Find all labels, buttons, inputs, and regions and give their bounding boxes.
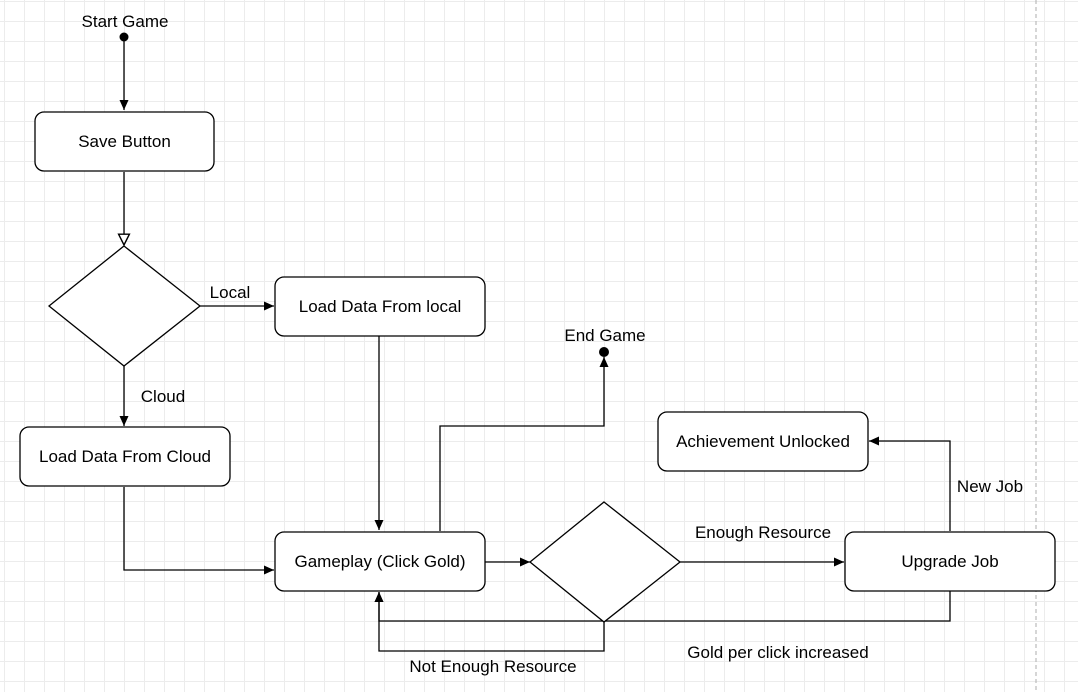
edge-gameplay-to-end: [439, 357, 609, 531]
end-game-label: End Game: [564, 326, 645, 345]
load-local-node[interactable]: Load Data From local: [274, 276, 486, 337]
edge-label-new-job: New Job: [957, 477, 1023, 496]
storage-decision-node[interactable]: [47, 245, 202, 367]
upgrade-job-label: Upgrade Job: [901, 552, 998, 571]
achievement-node[interactable]: Achievement Unlocked: [657, 411, 869, 472]
edge-gold-per-click: [374, 591, 951, 622]
edge-label-gold-per-click: Gold per click increased: [687, 643, 868, 662]
save-button-node[interactable]: Save Button: [34, 111, 215, 172]
edge-new-job: [869, 436, 951, 531]
load-local-label: Load Data From local: [299, 297, 462, 316]
edge-cloud-to-gameplay: [123, 487, 274, 575]
start-game-label: Start Game: [82, 12, 169, 31]
gameplay-label: Gameplay (Click Gold): [295, 552, 466, 571]
load-cloud-label: Load Data From Cloud: [39, 447, 211, 466]
edge-label-local: Local: [210, 283, 251, 302]
start-point-icon: [119, 32, 129, 42]
save-button-label: Save Button: [78, 132, 171, 151]
edge-label-enough-resource: Enough Resource: [695, 523, 831, 542]
achievement-label: Achievement Unlocked: [676, 432, 850, 451]
resource-decision-node[interactable]: [528, 501, 682, 623]
gameplay-node[interactable]: Gameplay (Click Gold): [274, 531, 486, 592]
end-point-icon: [599, 347, 609, 357]
load-cloud-node[interactable]: Load Data From Cloud: [19, 426, 231, 487]
upgrade-job-node[interactable]: Upgrade Job: [844, 531, 1056, 592]
edge-label-cloud: Cloud: [141, 387, 185, 406]
edge-label-not-enough-resource: Not Enough Resource: [409, 657, 576, 676]
